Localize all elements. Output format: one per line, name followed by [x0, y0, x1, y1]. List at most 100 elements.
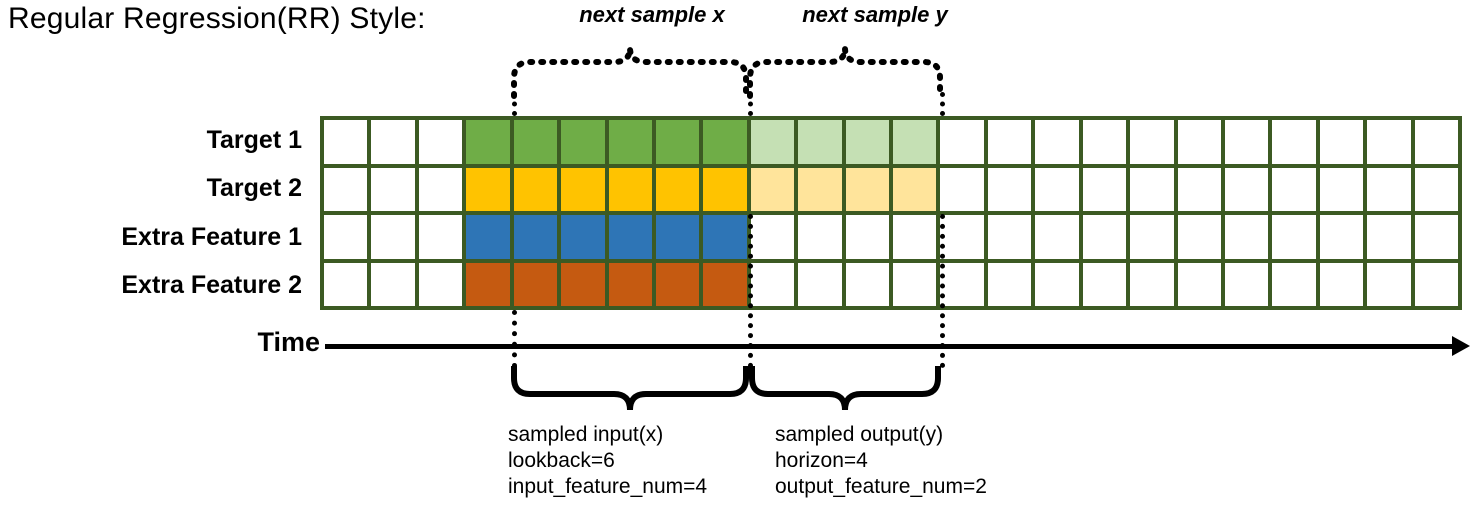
grid-cell [1414, 262, 1459, 306]
grid-cell [703, 215, 747, 259]
grid-cell [703, 120, 747, 164]
grid-cell [798, 167, 842, 211]
grid-cell [1082, 262, 1127, 306]
grid-cell [1319, 120, 1364, 164]
grid-cell [845, 167, 890, 211]
grid-cell [893, 120, 937, 164]
grid-cell [845, 120, 890, 164]
grid-cell [845, 262, 890, 306]
grid-cell [608, 262, 652, 306]
brace-next-sample-x [511, 47, 749, 99]
grid-cell [893, 167, 937, 211]
grid-cell [1082, 215, 1127, 259]
grid-cell [750, 215, 795, 259]
grid-cell [513, 167, 558, 211]
grid-cell [655, 167, 700, 211]
grid-cell [466, 215, 510, 259]
guide-line-output-end-bottom [940, 214, 945, 368]
grid-cell [845, 215, 890, 259]
grid-cell [1130, 167, 1174, 211]
row-label-extra-feature-2: Extra Feature 2 [121, 271, 302, 300]
grid-row-target-1 [324, 120, 1459, 164]
grid-cell [1130, 262, 1174, 306]
grid-cell [1082, 167, 1127, 211]
grid-cell [1367, 120, 1411, 164]
grid-cell [1082, 120, 1127, 164]
grid-cell [703, 167, 747, 211]
grid-cell [1035, 262, 1079, 306]
grid-cell [1035, 120, 1079, 164]
grid-cell [798, 215, 842, 259]
grid-cell [940, 167, 984, 211]
grid-cell [561, 215, 605, 259]
grid-cell [1035, 167, 1079, 211]
grid-cell [466, 120, 510, 164]
grid-cell [655, 262, 700, 306]
timeline-grid [320, 116, 1462, 310]
guide-line-output-end-top [940, 92, 945, 116]
caption-sampled-output-line-1: sampled output(y) [775, 423, 944, 446]
caption-sampled-input: sampled input(x) lookback=6 input_featur… [508, 422, 707, 500]
brace-sampled-output [749, 366, 941, 411]
caption-sampled-input-line-3: input_feature_num=4 [508, 475, 708, 498]
grid-cell [324, 262, 368, 306]
grid-cell [1225, 167, 1269, 211]
next-sample-y-label: next sample y [802, 2, 948, 27]
time-axis-label: Time [257, 327, 320, 357]
grid-cell [418, 167, 463, 211]
grid-cell [655, 215, 700, 259]
grid-cell [703, 262, 747, 306]
grid-cell [1414, 120, 1459, 164]
grid-cell [1272, 262, 1316, 306]
guide-line-split-top [748, 92, 753, 116]
row-label-target-1: Target 1 [206, 125, 302, 154]
grid-cell [987, 262, 1032, 306]
grid-cell [940, 215, 984, 259]
grid-cell [1130, 120, 1174, 164]
grid-cell [1319, 167, 1364, 211]
grid-cell [1225, 120, 1269, 164]
row-label-column: Target 1 Target 2 Extra Feature 1 Extra … [40, 116, 312, 310]
row-label-target-2: Target 2 [206, 174, 302, 203]
grid-cell [655, 120, 700, 164]
grid-cell [513, 120, 558, 164]
grid-row-extra-feature-2 [324, 262, 1459, 306]
grid-cell [1177, 167, 1222, 211]
grid-cell [750, 167, 795, 211]
grid-row-extra-feature-1 [324, 215, 1459, 259]
grid-cell [371, 215, 415, 259]
grid-cell [561, 167, 605, 211]
grid-cell [987, 215, 1032, 259]
row-label-extra-feature-1: Extra Feature 1 [121, 222, 302, 251]
grid-cell [561, 262, 605, 306]
caption-sampled-output-line-2: horizon=4 [775, 449, 868, 472]
grid-cell [1367, 215, 1411, 259]
grid-cell [418, 120, 463, 164]
grid-cell [513, 215, 558, 259]
brace-next-sample-y [747, 47, 943, 99]
grid-cell [1035, 215, 1079, 259]
grid-cell [466, 167, 510, 211]
time-axis-arrow-icon [1452, 336, 1470, 356]
grid-cell [1414, 215, 1459, 259]
grid-row-target-2 [324, 167, 1459, 211]
grid-cell [513, 262, 558, 306]
grid-cell [1319, 262, 1364, 306]
time-axis-line [325, 344, 1460, 349]
grid-cell [371, 120, 415, 164]
grid-cell [371, 167, 415, 211]
grid-cell [750, 120, 795, 164]
grid-cell [987, 167, 1032, 211]
page-title: Regular Regression(RR) Style: [8, 2, 426, 35]
grid-cell [324, 120, 368, 164]
grid-cell [1367, 167, 1411, 211]
grid-cell [1319, 215, 1364, 259]
grid-cell [798, 262, 842, 306]
grid-cell [561, 120, 605, 164]
grid-cell [940, 120, 984, 164]
grid-cell [1414, 167, 1459, 211]
grid-cell [940, 262, 984, 306]
grid-cell [987, 120, 1032, 164]
guide-line-split-bottom [748, 214, 753, 368]
